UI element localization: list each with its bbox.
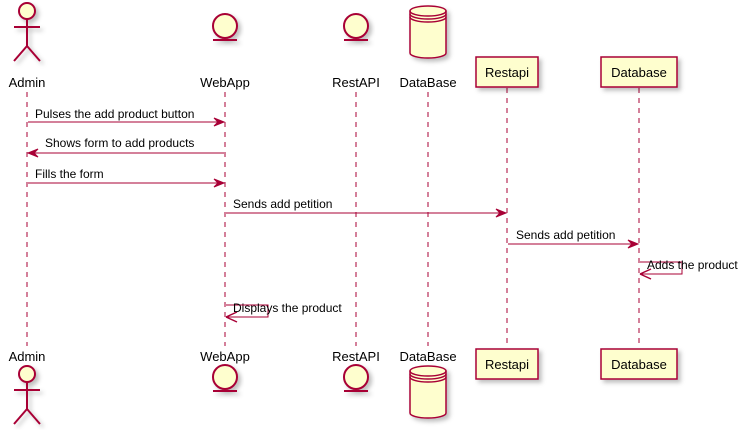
message-arrow-2 xyxy=(26,148,224,158)
participant-box xyxy=(475,56,539,88)
message-arrow-1 xyxy=(28,117,226,127)
participant-label-database-box-top: Database xyxy=(611,65,667,80)
message-arrow-7 xyxy=(225,304,269,323)
participant-label-restapi-entity-bottom: RestAPI xyxy=(332,349,380,364)
participant-label-database-db-bottom: DataBase xyxy=(399,349,456,364)
participant-label-database-box-bottom: Database xyxy=(611,357,667,372)
participant-box xyxy=(600,56,678,88)
message-label-5: Sends add petition xyxy=(516,228,615,242)
message-label-7: Displays the product xyxy=(233,301,342,315)
entity-icon xyxy=(343,13,369,41)
message-label-1: Pulses the add product button xyxy=(35,107,194,121)
participant-label-database-db-top: DataBase xyxy=(399,75,456,90)
actor-icon xyxy=(13,2,41,62)
participant-label-restapi-box-top: Restapi xyxy=(485,65,529,80)
participant-label-webapp-bottom: WebApp xyxy=(200,349,250,364)
entity-icon xyxy=(343,364,369,392)
database-icon xyxy=(409,5,447,59)
message-label-6: Adds the product xyxy=(647,258,738,272)
participant-label-admin-top: Admin xyxy=(9,75,46,90)
message-arrow-3 xyxy=(28,178,226,188)
participant-label-admin-bottom: Admin xyxy=(9,349,46,364)
entity-icon xyxy=(212,13,238,41)
participant-label-restapi-box-bottom: Restapi xyxy=(485,357,529,372)
participant-label-restapi-entity-top: RestAPI xyxy=(332,75,380,90)
message-label-4: Sends add petition xyxy=(233,197,332,211)
message-arrow-6 xyxy=(639,261,683,280)
message-arrow-5 xyxy=(508,239,640,249)
participant-label-webapp-top: WebApp xyxy=(200,75,250,90)
message-arrow-4 xyxy=(226,208,508,218)
message-label-2: Shows form to add products xyxy=(45,136,194,150)
entity-icon xyxy=(212,364,238,392)
participant-box xyxy=(600,348,678,380)
participant-box xyxy=(475,348,539,380)
database-icon xyxy=(409,365,447,419)
message-label-3: Fills the form xyxy=(35,167,104,181)
actor-icon xyxy=(13,365,41,425)
